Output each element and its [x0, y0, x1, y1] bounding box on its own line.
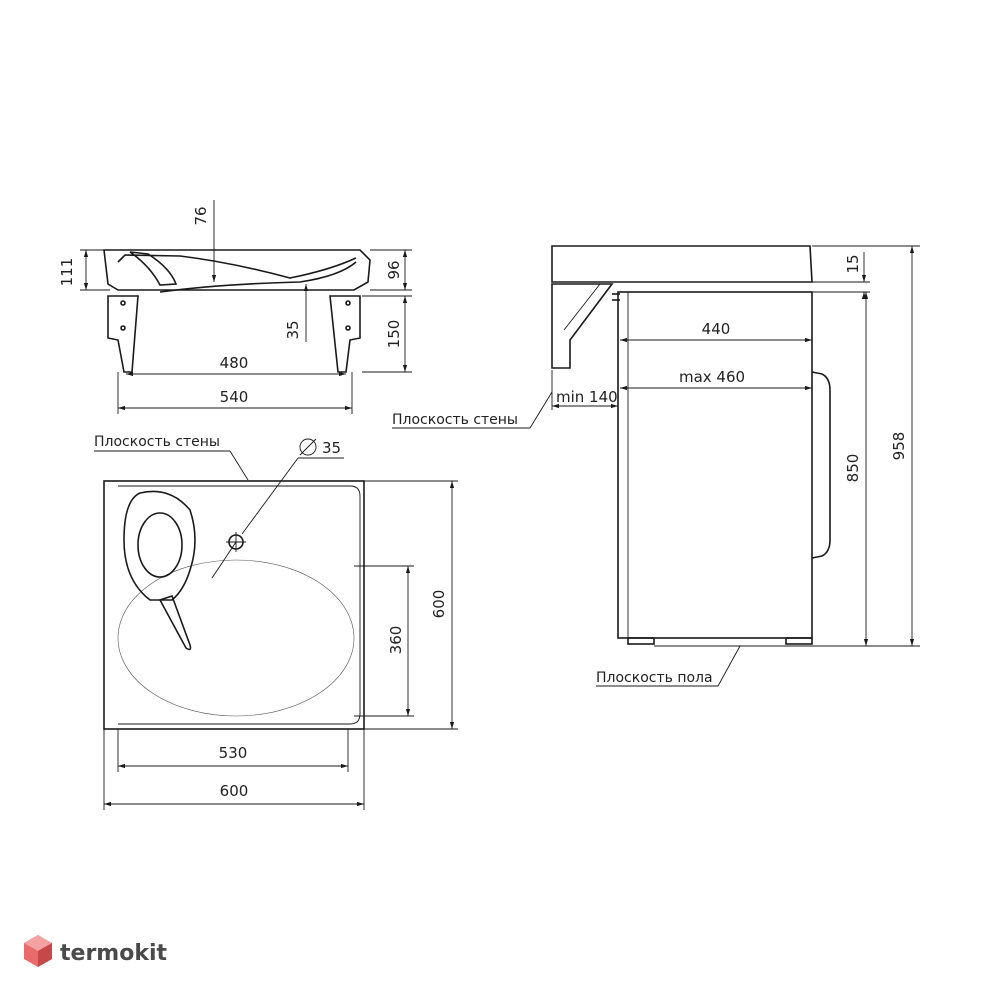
bolt-icon [120, 300, 126, 306]
dim-76: 76 [192, 206, 210, 225]
dim-111: 111 [58, 258, 76, 287]
label-wall-plane-right: Плоскость стены [392, 412, 518, 428]
dim-850: 850 [844, 454, 862, 483]
dim-max-460: max 460 [679, 368, 745, 386]
basin-top-outline [103, 480, 365, 730]
diameter-icon [299, 438, 317, 456]
dim-530: 530 [219, 744, 248, 762]
faucet-body [123, 490, 196, 601]
basin-slab [551, 245, 813, 283]
label-floor-plane: Плоскость пола [596, 670, 713, 686]
bracket-right [329, 295, 361, 373]
dim-35: 35 [284, 320, 302, 339]
bowl-ellipse [117, 559, 355, 717]
wall-bracket [551, 283, 614, 369]
side-view: 111 76 96 150 35 480 540 [58, 200, 412, 414]
faucet-spout-top [158, 594, 192, 651]
dim-150: 150 [385, 320, 403, 349]
installation-view: Плоскость стены min 140 440 max 460 15 8… [392, 245, 920, 687]
basin-side-outline [103, 249, 371, 291]
dim-360: 360 [387, 626, 405, 655]
dim-min-140: min 140 [556, 388, 618, 406]
dim-15: 15 [844, 254, 862, 273]
dim-440: 440 [702, 320, 731, 338]
faucet-spout [129, 251, 178, 286]
bracket-left [107, 295, 139, 373]
dim-600-depth: 600 [430, 590, 448, 619]
washing-machine-body [617, 291, 813, 639]
dim-958: 958 [890, 432, 908, 461]
brand-logo: termokit [24, 935, 167, 967]
dim-600-width: 600 [220, 782, 249, 800]
basin-bowl-top [117, 254, 357, 279]
basin-bowl-bottom [159, 261, 357, 293]
dim-480: 480 [220, 354, 249, 372]
top-view: 35 Плоскость стены 360 600 530 600 [94, 434, 458, 810]
bolt-icon [345, 300, 351, 306]
brand-name: termokit [60, 941, 167, 966]
machine-foot-right [785, 637, 813, 645]
bolt-icon [345, 325, 351, 331]
label-wall-plane-left: Плоскость стены [94, 434, 220, 450]
bolt-icon [120, 325, 126, 331]
dim-96: 96 [385, 260, 403, 279]
dim-diameter-35: 35 [322, 439, 341, 457]
machine-door [811, 371, 831, 559]
basin-top-inner [118, 485, 361, 725]
machine-foot-left [627, 637, 655, 645]
dim-540: 540 [220, 388, 249, 406]
faucet-handle [137, 512, 183, 578]
